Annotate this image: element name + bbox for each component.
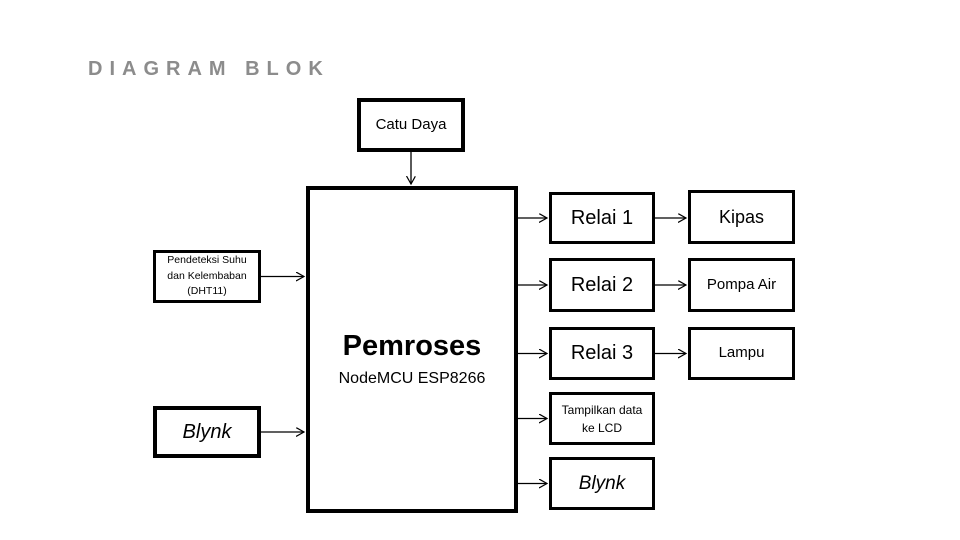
node-kipas-label: Kipas [718,206,765,227]
node-pemroses-subtitle: NodeMCU ESP8266 [338,369,486,387]
node-blynk-output: Blynk [549,457,655,510]
node-blynk-output-label: Blynk [578,472,626,494]
node-blynk-input: Blynk [153,406,261,458]
node-relai-3-label: Relai 3 [570,342,634,364]
node-lcd-display-line2: ke LCD [581,420,622,435]
node-relai-1: Relai 1 [549,192,655,244]
node-lampu: Lampu [688,327,795,380]
node-lcd-display-line1: Tampilkan data [561,402,643,417]
node-relai-2-label: Relai 2 [570,273,634,296]
node-sensor-dht11-line3: (DHT11) [187,285,227,298]
node-kipas: Kipas [688,190,795,244]
node-relai-1-label: Relai 1 [570,206,634,229]
node-sensor-dht11-line1: Pendeteksi Suhu [167,253,247,266]
node-sensor-dht11: Pendeteksi Suhu dan Kelembaban (DHT11) [153,250,261,303]
page-title: DIAGRAM BLOK [88,58,330,80]
node-relai-3: Relai 3 [549,327,655,380]
node-lampu-label: Lampu [718,344,765,362]
node-pemroses: Pemroses NodeMCU ESP8266 [306,186,518,513]
node-relai-2: Relai 2 [549,258,655,312]
node-lcd-display: Tampilkan data ke LCD [549,392,655,445]
node-pompa-air-label: Pompa Air [706,275,777,293]
node-catu-daya: Catu Daya [357,98,465,152]
node-sensor-dht11-line2: dan Kelembaban [167,269,247,282]
node-pemroses-title: Pemroses [342,330,482,363]
node-blynk-input-label: Blynk [182,420,232,443]
node-pompa-air: Pompa Air [688,258,795,312]
node-catu-daya-label: Catu Daya [375,115,447,133]
